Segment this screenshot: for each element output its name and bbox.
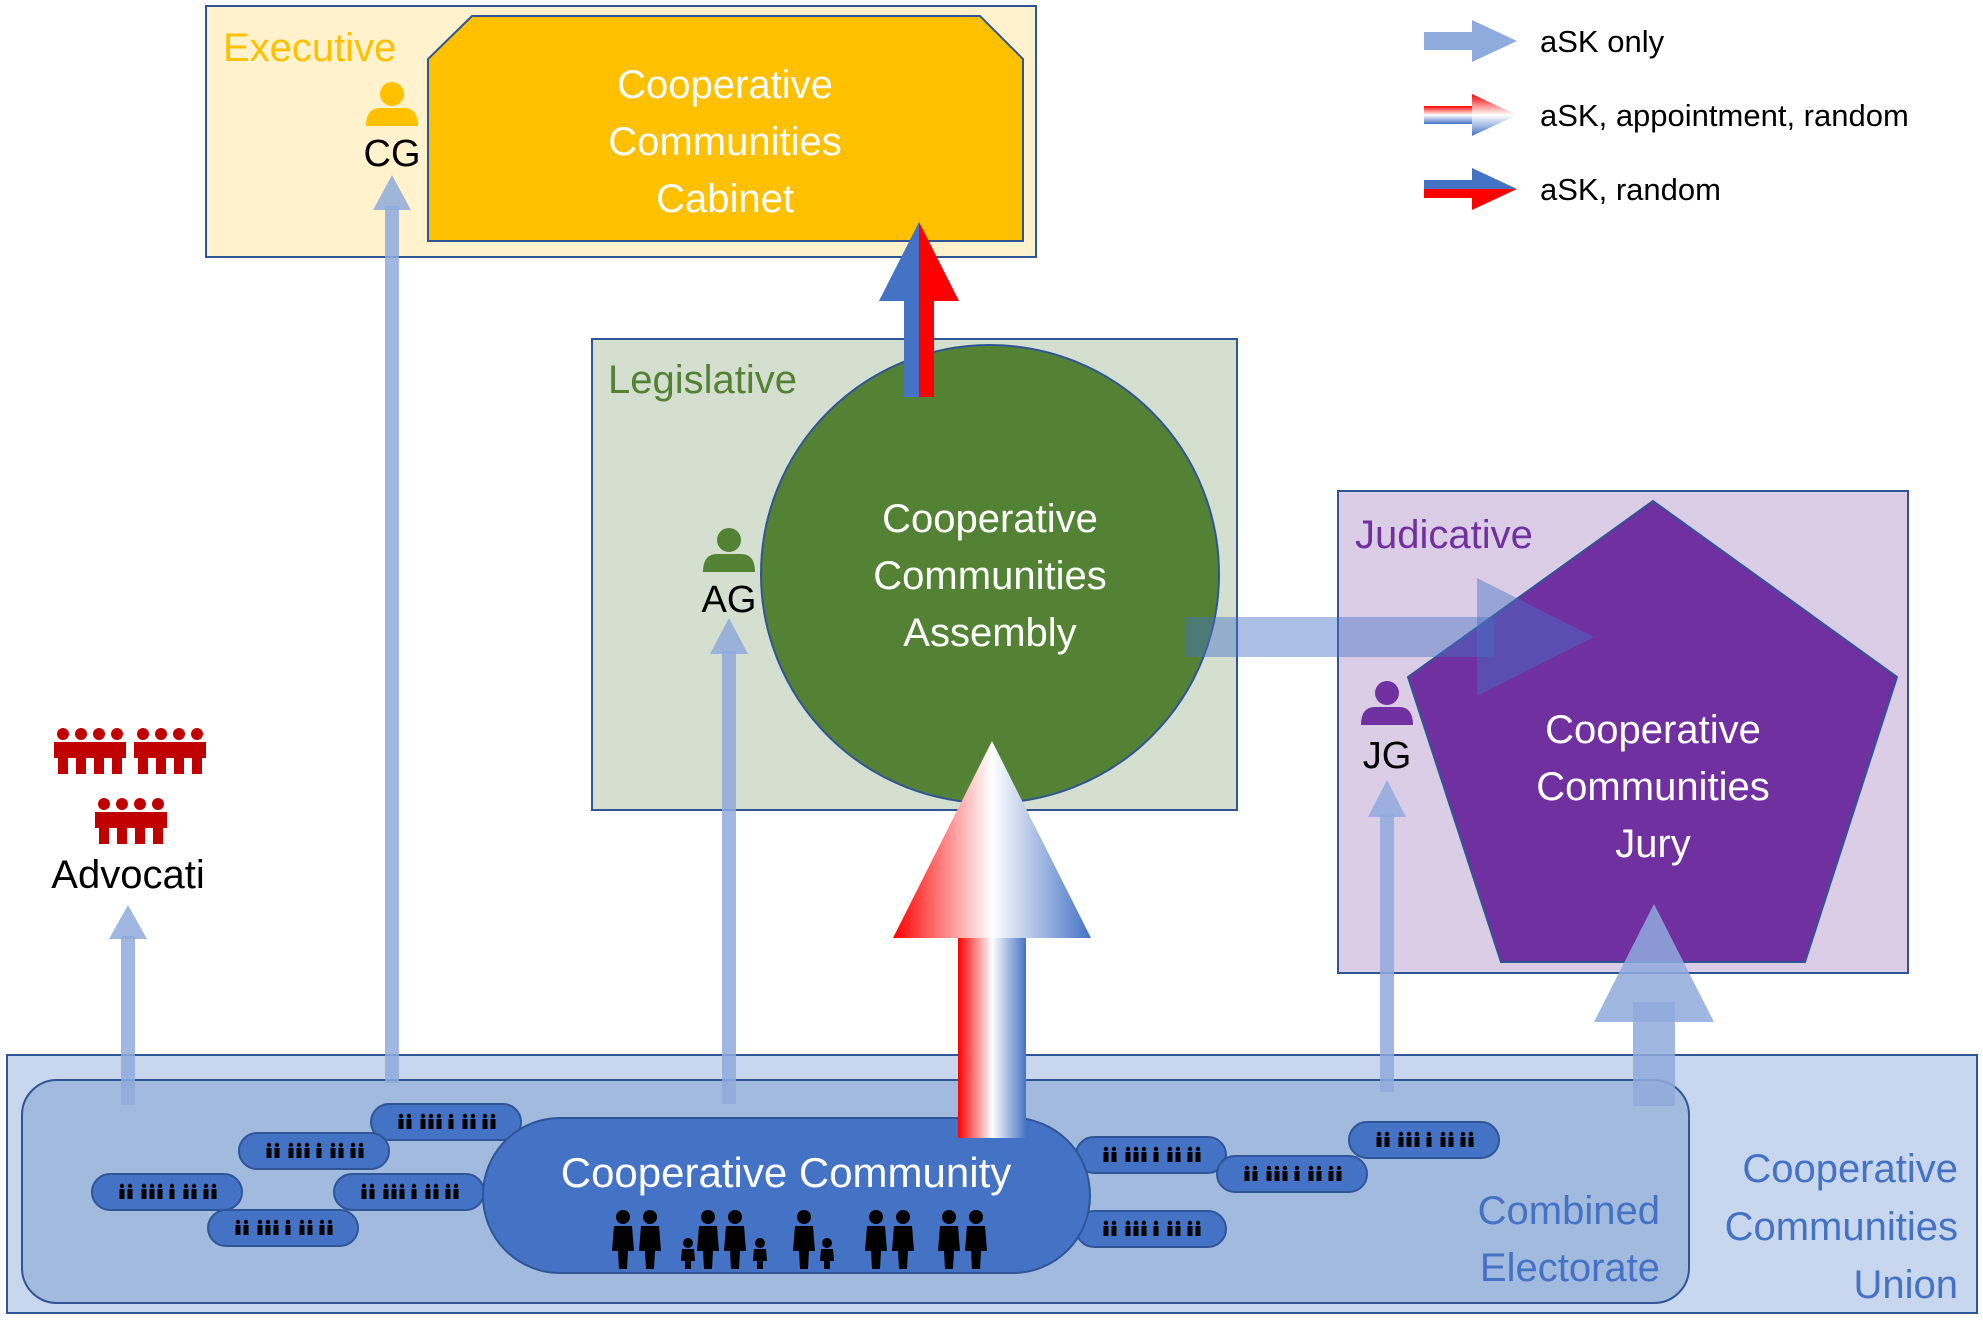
assembly-label-line-3: Assembly <box>903 611 1076 655</box>
union-label-line-2: Communities <box>1725 1205 1958 1249</box>
union-label-line-1: Cooperative <box>1742 1147 1958 1191</box>
judicative-label: Judicative <box>1355 513 1533 557</box>
legend-label-2: aSK, appointment, random <box>1540 98 1909 133</box>
arrow-to-advocati <box>109 905 147 1105</box>
electorate-label-line-1: Combined <box>1478 1189 1660 1233</box>
small-community-pill <box>238 1132 390 1170</box>
jg-label: JG <box>1363 735 1412 777</box>
assembly-label-line-2: Communities <box>873 554 1106 598</box>
legend-label-3: aSK, random <box>1540 172 1721 207</box>
electorate-label-line-2: Electorate <box>1480 1246 1660 1290</box>
arrow-electorate-to-jury <box>1594 904 1714 1106</box>
small-community-pill <box>1075 1210 1227 1248</box>
arrow-assembly-to-cabinet <box>879 222 959 397</box>
legend: aSK only aSK, appointment, random aSK, r… <box>1424 20 1909 210</box>
small-community-pill <box>1075 1136 1227 1174</box>
jury-label-line-3: Jury <box>1615 822 1691 866</box>
small-communities <box>91 1103 1500 1248</box>
arrow-to-ag <box>710 618 748 1104</box>
advocati-label: Advocati <box>51 853 204 897</box>
advocati-group-icon <box>54 728 206 844</box>
jury-label-line-1: Cooperative <box>1545 708 1761 752</box>
small-community-pill <box>1348 1121 1500 1159</box>
cabinet-shape <box>427 15 1024 242</box>
cg-label: CG <box>364 133 421 175</box>
legislative-label: Legislative <box>608 358 797 402</box>
cabinet-label-line-2: Communities <box>608 120 841 164</box>
small-community-pill <box>91 1173 243 1211</box>
assembly-label-line-1: Cooperative <box>882 497 1098 541</box>
legend-arrow-ask-random <box>1424 168 1517 210</box>
jury-label-line-2: Communities <box>1536 765 1769 809</box>
small-community-pill <box>370 1103 522 1141</box>
arrow-to-cg <box>373 175 411 1083</box>
cooperative-community-label: Cooperative Community <box>561 1149 1012 1196</box>
cabinet-label-line-1: Cooperative <box>617 63 833 107</box>
legend-arrow-ask-only <box>1424 20 1517 62</box>
arrow-assembly-to-jury <box>1186 578 1594 696</box>
union-label-line-3: Union <box>1853 1263 1958 1307</box>
executive-label: Executive <box>223 26 396 70</box>
legend-arrow-ask-appointment-random <box>1424 94 1517 136</box>
legend-label-1: aSK only <box>1540 24 1665 59</box>
arrow-community-to-assembly <box>893 741 1091 1138</box>
cooperative-community-pill <box>482 1117 1091 1274</box>
arrow-to-jg <box>1368 780 1406 1092</box>
small-community-pill <box>1216 1155 1368 1193</box>
small-community-pill <box>207 1209 359 1247</box>
cabinet-label-line-3: Cabinet <box>656 177 794 221</box>
small-community-pill <box>333 1173 485 1211</box>
ag-label: AG <box>702 579 757 621</box>
